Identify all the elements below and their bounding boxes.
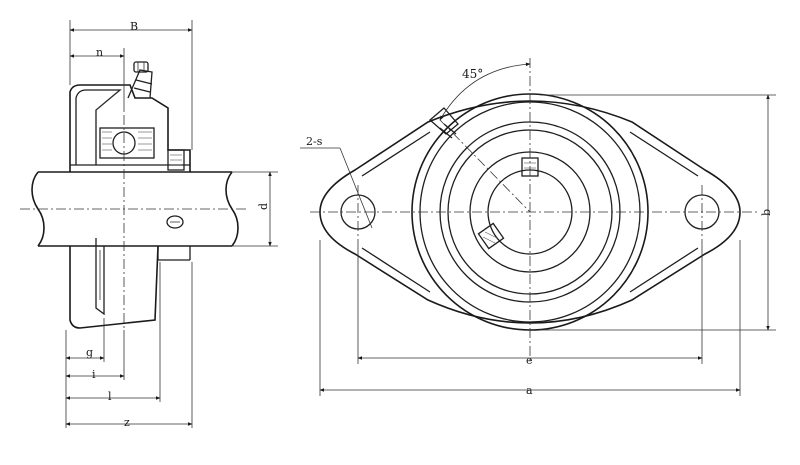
dim-label-i: i — [92, 368, 96, 381]
dim-label-l: l — [108, 390, 112, 403]
flange-outline — [319, 100, 741, 324]
side-view: B n d g i l z — [20, 20, 278, 429]
housing-upper — [69, 61, 191, 172]
dim-label-n: n — [96, 46, 103, 59]
dim-label-b-front: b — [760, 209, 773, 216]
dim-label-a: a — [526, 384, 533, 397]
dim-label-g: g — [86, 346, 93, 359]
dim-label-d: d — [257, 203, 270, 210]
dim-label-b: B — [130, 20, 138, 33]
dim-label-z: z — [124, 416, 130, 429]
dim-label-e: e — [526, 354, 533, 367]
set-screw-bottom — [477, 222, 505, 250]
housing-lower — [69, 215, 191, 329]
holes-label: 2-s — [306, 135, 323, 148]
angle-label: 45° — [462, 67, 483, 81]
front-view: 45° 2-s e a b — [300, 58, 776, 397]
